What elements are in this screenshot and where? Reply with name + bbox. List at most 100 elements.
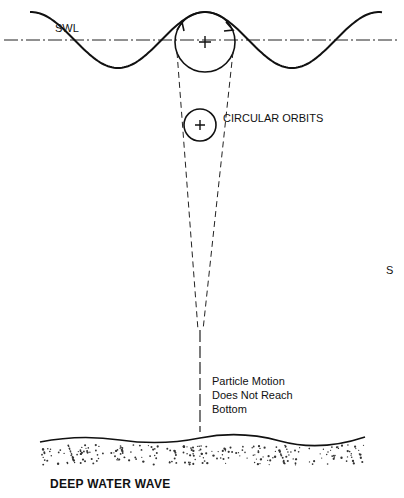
- sand-dot: [346, 460, 348, 462]
- sand-dot: [123, 456, 125, 458]
- sand-dot: [285, 456, 287, 458]
- sand-dot: [43, 457, 44, 458]
- sand-dot: [85, 448, 86, 449]
- sand-dot: [279, 451, 281, 453]
- sand-dot: [292, 458, 293, 459]
- sand-dot: [228, 457, 230, 459]
- sand-dot: [287, 460, 289, 462]
- sand-dot: [256, 458, 257, 459]
- sand-dot: [220, 457, 222, 459]
- sand-dot: [130, 451, 132, 453]
- sand-dot: [193, 455, 195, 457]
- sand-dot: [80, 450, 82, 452]
- sand-dot: [97, 454, 99, 456]
- sand-dot: [203, 457, 204, 458]
- sand-dots: [41, 444, 364, 466]
- wave-profile: [30, 12, 382, 68]
- sand-dot: [290, 451, 292, 453]
- sand-dot: [42, 448, 44, 450]
- sand-dot: [192, 453, 194, 455]
- sand-dot: [183, 445, 185, 447]
- sand-dot: [200, 449, 202, 451]
- sand-dot: [285, 446, 287, 448]
- sand-dot: [102, 452, 104, 454]
- sand-dot: [84, 460, 86, 462]
- sand-dot: [157, 445, 159, 447]
- sand-dot: [222, 454, 223, 455]
- sand-dot: [89, 451, 91, 453]
- sand-dot: [338, 448, 339, 449]
- sand-dot: [190, 462, 191, 463]
- sand-dot: [95, 450, 97, 452]
- sand-dot: [359, 453, 361, 455]
- sand-dot: [206, 462, 208, 464]
- sand-dot: [242, 449, 244, 451]
- sand-dot: [275, 451, 276, 452]
- sand-dot: [361, 461, 363, 463]
- sand-dot: [189, 454, 191, 456]
- sand-dot: [92, 462, 94, 464]
- sand-dot: [308, 448, 310, 450]
- orbit-envelope: [203, 52, 233, 330]
- sand-dot: [124, 457, 125, 458]
- sand-dot: [120, 445, 122, 447]
- still-water-line: [4, 40, 400, 41]
- surface-orbit: [175, 12, 235, 72]
- sand-dot: [41, 454, 43, 456]
- sea-bottom: [40, 435, 365, 446]
- sand-dot: [330, 450, 331, 451]
- sand-dot: [114, 455, 116, 457]
- sand-dot: [192, 463, 194, 465]
- sand-dot: [239, 455, 240, 456]
- sand-dot: [81, 452, 83, 454]
- sand-dot: [298, 451, 300, 453]
- sand-dot: [141, 457, 142, 458]
- sand-dot: [116, 459, 118, 461]
- sand-dot: [122, 447, 124, 449]
- sand-dot: [320, 453, 321, 454]
- sand-dot: [231, 451, 233, 453]
- sand-dot: [183, 452, 185, 454]
- sand-dot: [254, 462, 255, 463]
- sand-dot: [268, 455, 270, 457]
- sand-dot: [254, 454, 255, 455]
- sand-dot: [205, 446, 207, 448]
- orbit-center: [195, 120, 205, 130]
- sand-dot: [174, 452, 176, 454]
- sand-dot: [358, 450, 359, 451]
- sand-dot: [119, 448, 120, 449]
- sand-dot: [223, 448, 225, 450]
- sand-dot: [72, 457, 74, 459]
- sand-dot: [201, 453, 202, 454]
- sand-dot: [188, 463, 190, 465]
- sand-dot: [229, 447, 231, 449]
- sand-dot: [88, 447, 90, 449]
- sand-dot: [50, 449, 52, 451]
- sand-dot: [284, 463, 286, 465]
- orbit-center: [199, 36, 211, 48]
- sand-dot: [186, 446, 187, 447]
- sand-dot: [198, 450, 199, 451]
- sand-dot: [276, 446, 278, 448]
- sand-dot: [347, 450, 349, 452]
- sand-dot: [69, 447, 71, 449]
- sand-dot: [354, 446, 356, 448]
- sand-dot: [154, 455, 155, 456]
- sand-dot: [82, 458, 84, 460]
- sand-dot: [360, 458, 361, 459]
- sand-dot: [202, 462, 204, 464]
- sand-dot: [174, 458, 176, 460]
- sand-dot: [42, 464, 44, 466]
- sand-dot: [95, 444, 97, 446]
- sand-dot: [70, 450, 72, 452]
- sand-dot: [269, 464, 270, 465]
- sand-dot: [242, 446, 244, 448]
- sand-dot: [204, 460, 206, 462]
- sand-dot: [341, 445, 343, 447]
- sand-dot: [309, 448, 310, 449]
- sand-dot: [267, 460, 268, 461]
- sand-dot: [258, 445, 260, 447]
- sand-dot: [313, 460, 315, 462]
- sand-dot: [152, 449, 154, 451]
